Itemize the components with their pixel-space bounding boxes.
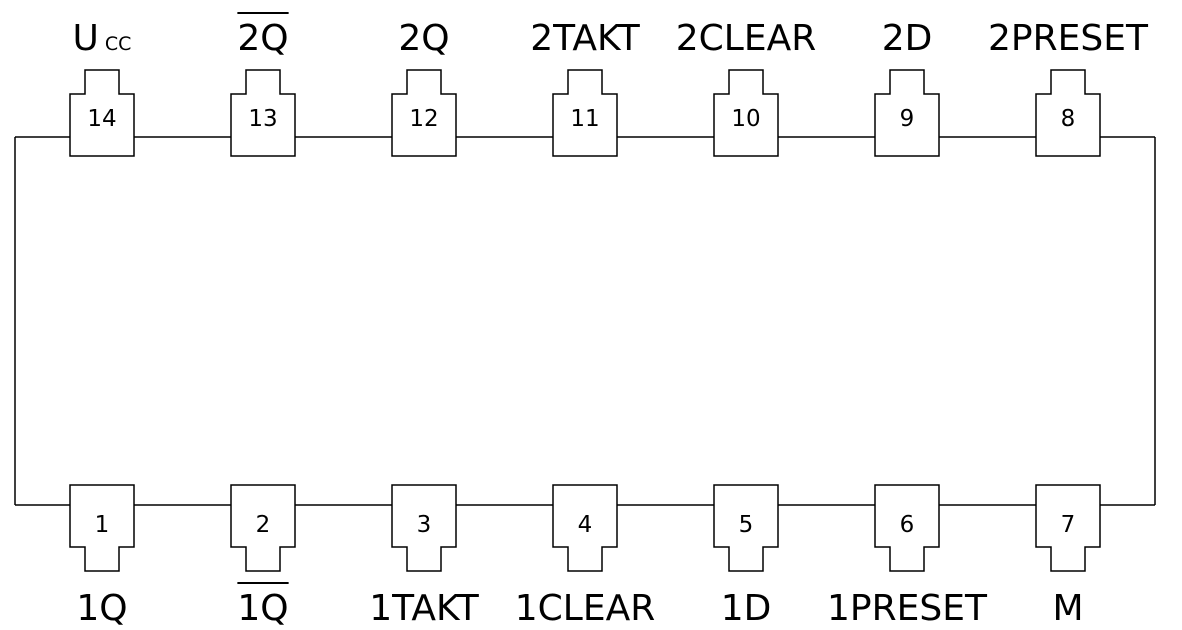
pin-number: 10 — [731, 106, 760, 132]
top-pin-12: 12 2Q — [391, 18, 553, 157]
label-subscript: CC — [105, 33, 132, 55]
pin-body — [391, 484, 457, 572]
pin-body — [1035, 69, 1101, 157]
bottom-pin-3: 3 1TAKT — [369, 484, 553, 629]
bottom-pin-1: 1 1Q — [69, 484, 231, 629]
pin-body — [69, 69, 135, 157]
bottom-pin-4: 4 1CLEAR — [515, 484, 714, 629]
pin-number: 14 — [87, 106, 116, 132]
pin-number: 4 — [578, 512, 593, 538]
pin-body — [230, 69, 296, 157]
pin-signal-label: M — [1052, 588, 1083, 629]
pin-body — [713, 69, 779, 157]
pin-signal-label: 2TAKT — [530, 18, 641, 59]
pin-number: 3 — [417, 512, 432, 538]
bottom-pin-2: 2 1Q — [230, 484, 392, 629]
pin-body — [874, 484, 940, 572]
bottom-pin-6: 6 1PRESET — [827, 484, 1036, 629]
pin-number: 2 — [256, 512, 271, 538]
top-pin-8: 8 2PRESET — [988, 18, 1155, 157]
pin-signal-label: 1PRESET — [827, 588, 988, 629]
bottom-pin-7: 7M — [1035, 484, 1155, 629]
pin-signal-label: 1Q — [76, 588, 127, 629]
pin-number: 8 — [1061, 106, 1076, 132]
pin-body — [1035, 484, 1101, 572]
pin-signal-label: 1TAKT — [369, 588, 480, 629]
pin-number: 11 — [570, 106, 599, 132]
pin-signal-label: 1Q — [237, 588, 288, 629]
pin-body — [230, 484, 296, 572]
pin-body — [69, 484, 135, 572]
pin-body — [874, 69, 940, 157]
pin-number: 1 — [95, 512, 110, 538]
top-pin-9: 9 2D — [874, 18, 1036, 157]
pin-signal-label: 1CLEAR — [515, 588, 655, 629]
pin-signal-label: 2Q — [398, 18, 449, 59]
pin-body — [713, 484, 779, 572]
pin-number: 7 — [1061, 512, 1076, 538]
pin-body — [552, 69, 618, 157]
pin-body — [391, 69, 457, 157]
pin-number: 13 — [248, 106, 277, 132]
pin-number: 5 — [739, 512, 754, 538]
bottom-pin-5: 5 1D — [713, 484, 875, 629]
pin-signal-label: 2CLEAR — [676, 18, 816, 59]
pin-signal-label: 1D — [721, 588, 772, 629]
pin-signal-label: 2D — [882, 18, 933, 59]
pin-signal-label: 2PRESET — [988, 18, 1149, 59]
top-pin-10: 10 2CLEAR — [676, 18, 875, 157]
pin-body — [552, 484, 618, 572]
top-pin-13: 13 2Q — [230, 12, 392, 157]
pin-number: 6 — [900, 512, 915, 538]
chip-outline — [14, 136, 1156, 506]
pin-signal-label: 2Q — [237, 18, 288, 59]
top-pin-11: 11 2TAKT — [530, 18, 714, 157]
pin-number: 9 — [900, 106, 915, 132]
pin-number: 12 — [409, 106, 438, 132]
